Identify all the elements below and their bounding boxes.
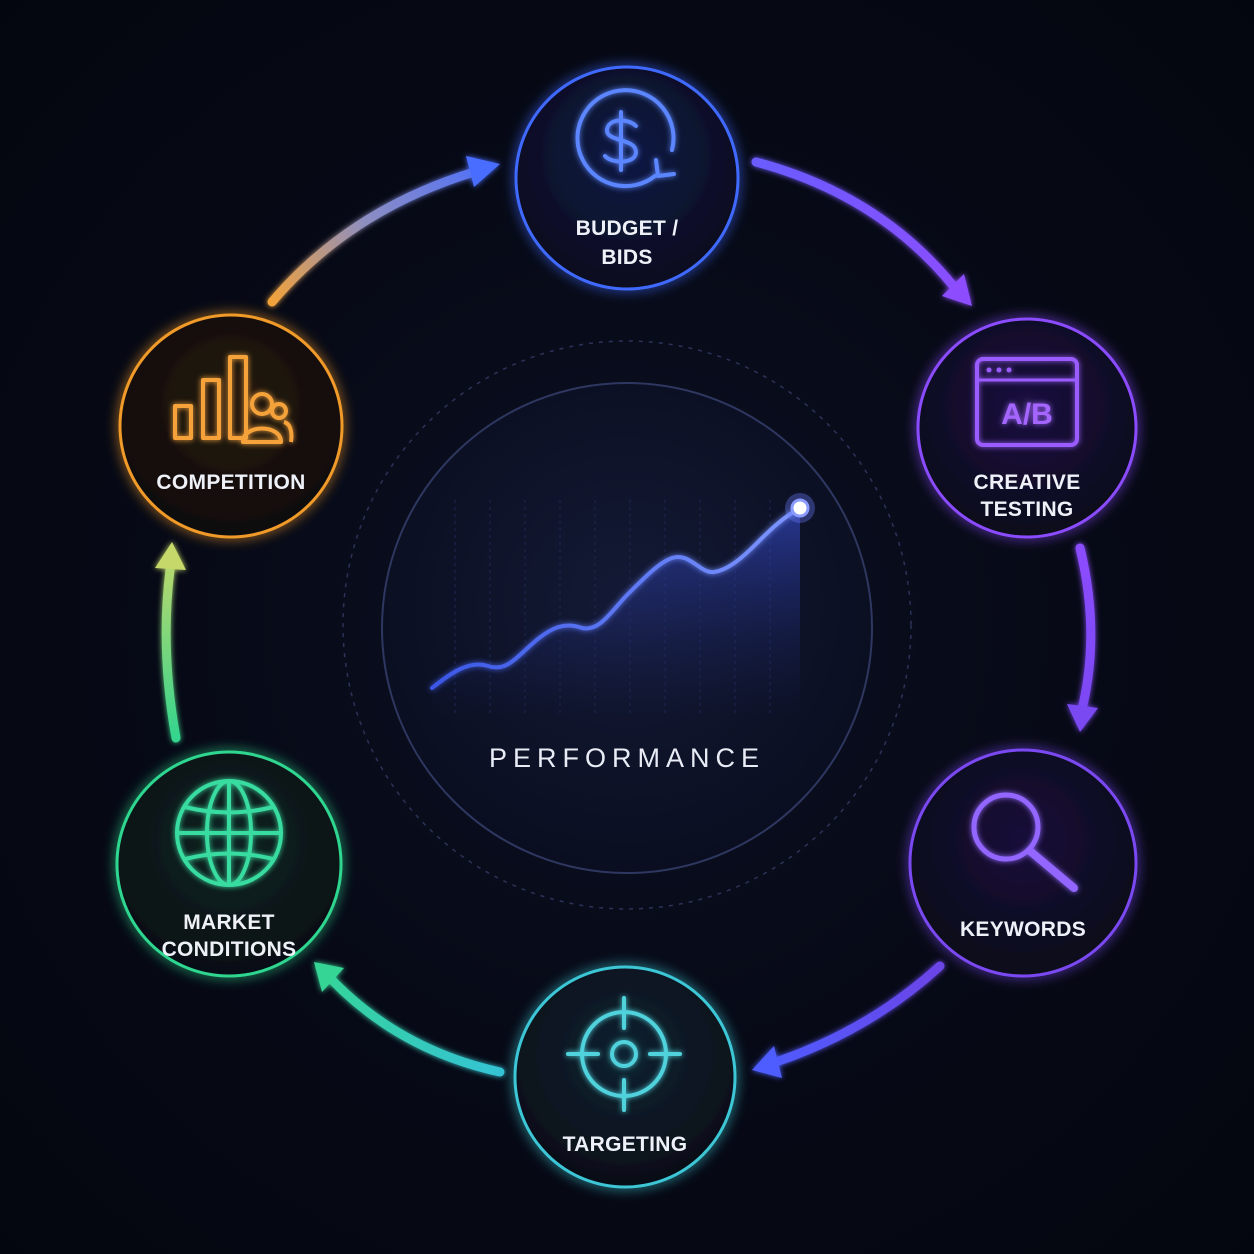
globe-icon	[175, 779, 283, 887]
bar-chart-people-icon	[173, 355, 294, 444]
ab-test-window-icon: A/B	[975, 357, 1079, 447]
node-creative-label-line2: TESTING	[980, 498, 1073, 521]
node-targeting-label: TARGETING	[563, 1133, 688, 1156]
node-budget-bids: BUDGET / BIDS	[514, 65, 740, 291]
node-creative-ring	[916, 317, 1138, 539]
arrow-budget-to-creative	[751, 157, 972, 306]
performance-label: PERFORMANCE	[489, 743, 765, 773]
node-market-conditions: MARKET CONDITIONS	[115, 750, 343, 978]
node-targeting-ring	[513, 965, 737, 1189]
node-budget-label-line2: BIDS	[601, 246, 652, 269]
node-keywords-ring	[908, 748, 1138, 978]
svg-text:A/B: A/B	[1001, 398, 1053, 431]
node-budget-ring	[514, 65, 740, 291]
node-targeting: TARGETING	[513, 965, 737, 1189]
trend-endpoint-dot	[790, 498, 810, 518]
arrow-market-to-competition	[155, 542, 186, 743]
node-creative-testing: A/B CREATIVE TESTING	[916, 317, 1138, 539]
node-competition-label: COMPETITION	[156, 471, 305, 494]
node-keywords: KEYWORDS	[908, 748, 1138, 978]
node-market-label-line1: MARKET	[183, 911, 275, 934]
trend-line	[430, 506, 802, 690]
crosshair-target-icon	[566, 996, 682, 1112]
node-creative-label-line1: CREATIVE	[973, 471, 1080, 494]
magnifier-icon	[971, 792, 1078, 892]
node-market-label-line2: CONDITIONS	[162, 938, 297, 961]
trend-area	[432, 508, 800, 718]
arrow-keywords-to-targeting	[752, 961, 945, 1078]
arrow-creative-to-keywords	[1067, 543, 1098, 732]
performance-hub: PERFORMANCE	[342, 340, 912, 910]
outer-dashed-ring	[342, 340, 912, 910]
arrow-targeting-to-market	[314, 962, 505, 1077]
node-budget-label-line1: BUDGET /	[576, 217, 679, 240]
node-competition: COMPETITION	[118, 313, 344, 539]
node-keywords-label: KEYWORDS	[960, 918, 1086, 941]
arrow-competition-to-budget	[267, 156, 500, 307]
cycle-arrows	[155, 156, 1098, 1078]
dollar-cycle-icon	[575, 88, 676, 189]
